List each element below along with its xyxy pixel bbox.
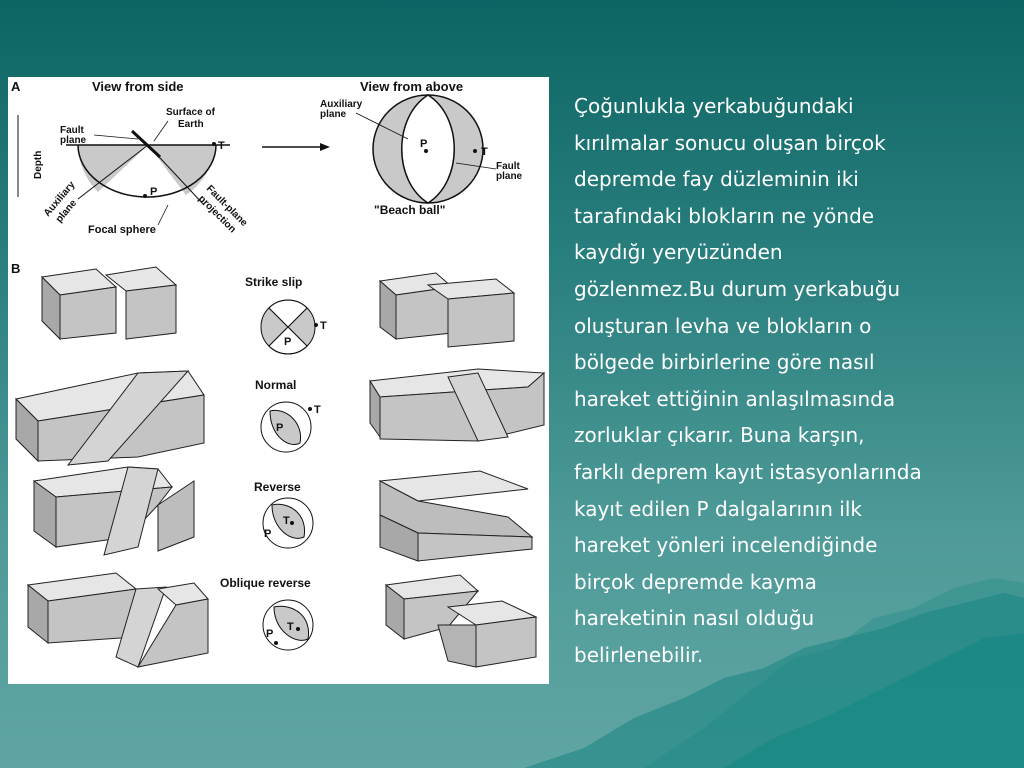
oblique-block-left xyxy=(26,572,209,668)
depth-label: Depth xyxy=(33,151,44,179)
body-line: gözlenmez.Bu durum yerkabuğu xyxy=(574,276,901,301)
normal-row: Normal T P xyxy=(14,368,546,466)
oblique-p: P xyxy=(266,628,273,640)
body-line: tarafındaki blokların ne yönde xyxy=(574,203,875,228)
body-line: hareket yönleri incelendiğinde xyxy=(574,533,878,558)
t-point-above xyxy=(473,149,477,153)
oblique-reverse-ball: T P xyxy=(262,599,314,651)
surface-label-2: Earth xyxy=(178,119,204,130)
normal-label: Normal xyxy=(255,378,296,392)
body-line: farklı deprem kayıt istasyonlarında xyxy=(574,459,922,484)
fault-line-ext xyxy=(147,144,205,206)
p-label-above: P xyxy=(420,138,427,150)
oblique-reverse-label: Oblique reverse xyxy=(220,576,311,590)
body-line: hareketinin nasıl olduğu xyxy=(574,606,815,631)
body-line: kaydığı yeryüzünden xyxy=(574,240,783,265)
focal-sphere-fill-left xyxy=(78,145,148,192)
fault-plane-pointer xyxy=(93,134,139,140)
body-line: birçok depremde kayma xyxy=(574,569,817,594)
panel-b-label: B xyxy=(11,261,20,276)
focal-sphere-fill-right xyxy=(148,145,216,195)
reverse-t: T xyxy=(283,515,290,527)
strike-slip-block-right xyxy=(378,272,516,348)
oblique-t: T xyxy=(287,621,294,633)
body-line: hareket ettiğinin anlaşılmasında xyxy=(574,386,896,411)
body-line: belirlenebilir. xyxy=(574,642,704,667)
aux-above-pointer xyxy=(355,112,409,140)
fault-above-label-1: Fault xyxy=(496,161,521,172)
body-line: oluşturan levha ve blokların o xyxy=(574,313,872,338)
body-line: Çoğunlukla yerkabuğundaki xyxy=(574,94,854,118)
normal-ball: T P xyxy=(260,401,321,453)
normal-t: T xyxy=(314,404,321,416)
strike-slip-row: Strike slip T P xyxy=(40,266,516,355)
mountain-ridge xyxy=(724,633,1024,768)
fault-plane-label-2: plane xyxy=(60,135,87,146)
surface-label-1: Surface of xyxy=(166,107,216,118)
fault-above-label-2: plane xyxy=(496,171,523,182)
focal-sphere-label: Focal sphere xyxy=(88,224,156,236)
strike-slip-p: P xyxy=(284,336,291,348)
reverse-row: Reverse T P xyxy=(32,466,534,562)
normal-p: P xyxy=(276,422,283,434)
beach-ball-label: "Beach ball" xyxy=(374,203,445,217)
p-point-above xyxy=(424,149,428,153)
strike-slip-block-left xyxy=(40,266,178,341)
body-line: kayıt edilen P dalgalarının ilk xyxy=(574,496,862,521)
beach-ball-white-lens xyxy=(401,94,455,204)
strike-slip-label: Strike slip xyxy=(245,275,302,289)
mountain-decoration xyxy=(524,578,1024,768)
body-line: zorluklar çıkarır. Buna karşın, xyxy=(574,423,865,448)
reverse-block-left xyxy=(32,466,195,556)
fault-above-pointer xyxy=(455,162,497,170)
focal-mechanism-figure: A View from side View from above P T Sur… xyxy=(8,77,549,684)
t-label-side: T xyxy=(218,140,225,152)
body-line: bölgede birbirlerine göre nasıl xyxy=(574,350,875,375)
focal-sphere-outline xyxy=(77,144,217,198)
body-line: kırılmalar sonucu oluşan birçok xyxy=(574,130,886,155)
fault-plane-label-1: Fault xyxy=(60,125,85,136)
side-view: P T Surface of Earth Fault plane Depth A… xyxy=(17,107,250,236)
strike-slip-t: T xyxy=(320,320,327,332)
strike-slip-ball: T P xyxy=(260,299,327,355)
aux-above-label-2: plane xyxy=(320,109,347,120)
t-label-above: T xyxy=(481,146,488,158)
aux-above-label-1: Auxiliary xyxy=(320,99,363,110)
beach-ball-large: P T Auxiliary plane Fault plane "Beach b… xyxy=(320,94,523,217)
reverse-p: P xyxy=(264,528,271,540)
aux-line-ext xyxy=(77,144,149,200)
surface-pointer xyxy=(153,120,169,142)
oblique-block-right xyxy=(384,574,538,668)
t-point xyxy=(212,142,216,146)
view-from-above-label: View from above xyxy=(360,79,463,94)
view-arrow-head xyxy=(320,143,330,151)
reverse-block-right xyxy=(378,470,534,562)
slide-body-text: Çoğunlukla yerkabuğundaki kırılmalar sonu… xyxy=(574,88,1020,674)
view-from-side-label: View from side xyxy=(92,79,184,94)
reverse-ball: T P xyxy=(262,497,314,549)
body-line: depremde fay düzleminin iki xyxy=(574,167,859,192)
oblique-reverse-row: Oblique reverse T P xyxy=(26,572,538,668)
p-label-side: P xyxy=(150,186,157,198)
panel-a-label: A xyxy=(11,79,21,94)
reverse-label: Reverse xyxy=(254,480,301,494)
normal-block-left xyxy=(14,370,205,466)
normal-block-right xyxy=(369,368,546,442)
focal-sphere-pointer xyxy=(157,204,169,226)
p-point xyxy=(143,194,147,198)
